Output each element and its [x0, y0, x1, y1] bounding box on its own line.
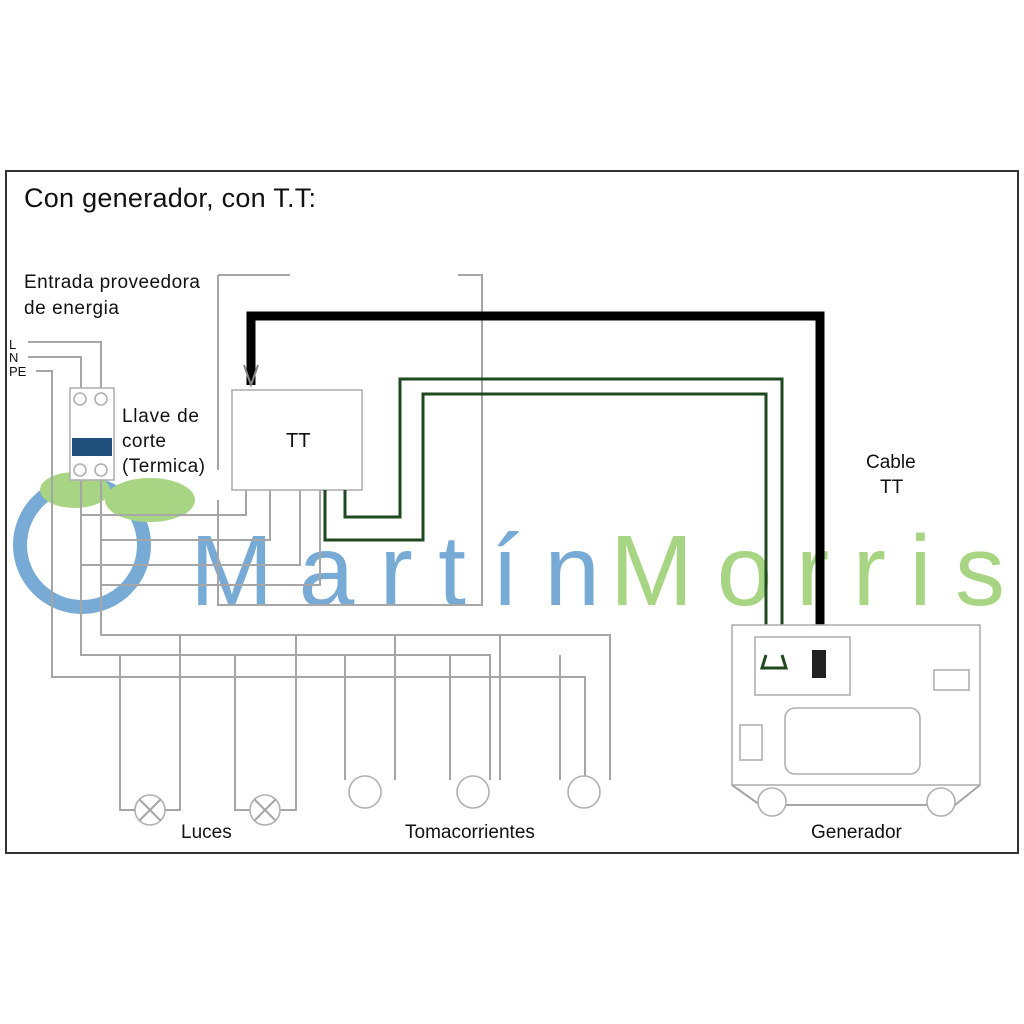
tomacorrientes-label: Tomacorrientes — [405, 822, 535, 843]
generador-label: Generador — [811, 822, 903, 843]
label-PE: PE — [9, 364, 27, 379]
lamp-icon — [249, 794, 281, 826]
label-L: L — [9, 337, 16, 352]
green-wire — [323, 392, 768, 655]
lamp-icon — [134, 794, 166, 826]
luces-label: Luces — [181, 822, 232, 843]
breaker — [69, 387, 115, 481]
socket-icon — [348, 775, 382, 809]
socket-icon — [567, 775, 601, 809]
tt-label: TT — [286, 430, 310, 452]
green-wire — [343, 377, 784, 655]
cable-label-2: TT — [880, 477, 904, 498]
tt-box — [231, 389, 363, 491]
sockets — [348, 775, 601, 809]
llave-label-3: (Termica) — [122, 456, 205, 477]
llave-label-1: Llave de — [122, 406, 199, 427]
entrada-label-2: de energia — [24, 298, 119, 319]
entrada-label-1: Entrada proveedora — [24, 272, 200, 293]
arrow-icon — [243, 364, 259, 389]
label-N: N — [9, 350, 18, 365]
socket-icon — [456, 775, 490, 809]
llave-label-2: corte — [122, 431, 166, 452]
cable-tt — [246, 311, 825, 650]
generator-icon — [731, 624, 981, 817]
cable-label-1: Cable — [866, 452, 916, 473]
lamps — [134, 794, 281, 826]
diagram-title: Con generador, con T.T: — [24, 183, 316, 213]
